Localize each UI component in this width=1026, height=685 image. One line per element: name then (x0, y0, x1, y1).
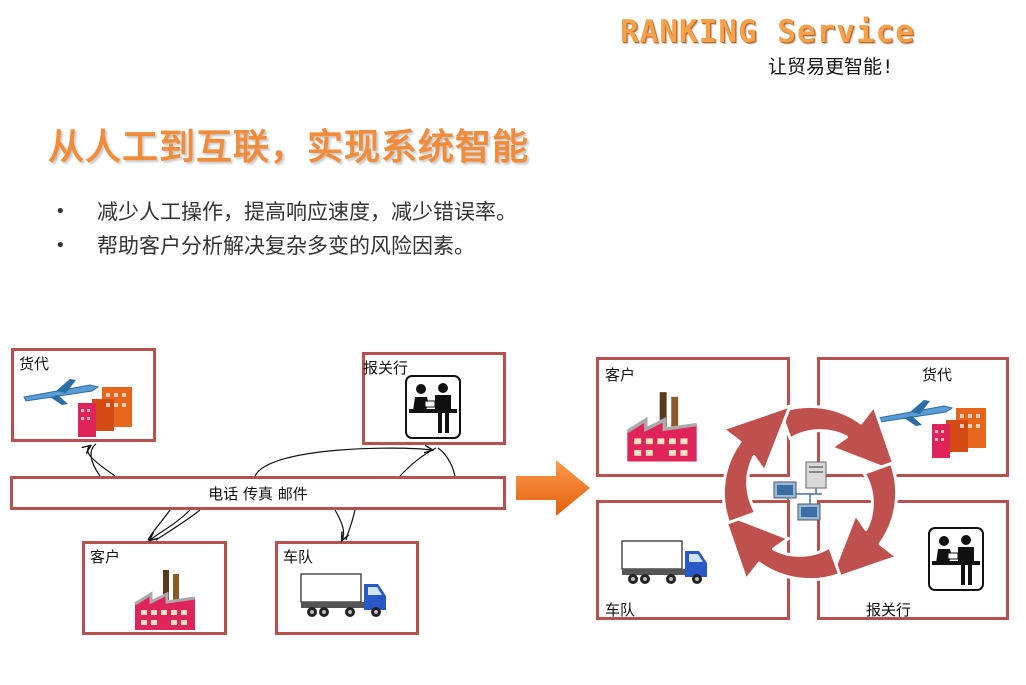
left-customs-box: 报关行 (362, 352, 506, 445)
truck-icon (621, 540, 707, 584)
bullet-text: 减少人工操作，提高响应速度，减少错误率。 (97, 200, 517, 224)
airplane-building-icon (23, 379, 132, 437)
left-fleet-label: 车队 (283, 548, 314, 566)
left-forwarder-box: 货代 (11, 348, 156, 442)
left-fleet-box: 车队 (275, 541, 419, 635)
right-fleet-box: 车队 (596, 500, 790, 620)
right-customer-label: 客户 (605, 366, 636, 384)
comm-channel-bar: 电话 传真 邮件 (10, 476, 506, 510)
bullet-text: 帮助客户分析解决复杂多变的风险因素。 (97, 234, 475, 258)
factory-icon (134, 570, 196, 630)
bullet-dot: • (55, 234, 66, 256)
right-fleet-label: 车队 (605, 601, 636, 619)
brand-logo: RANKING Service (620, 14, 915, 50)
right-customs-label: 报关行 (866, 601, 912, 619)
right-forwarder-label: 货代 (922, 366, 953, 384)
slide-title: 从人工到互联，实现系统智能 (48, 127, 530, 168)
cycle-arrows-icon (721, 404, 899, 582)
customs-officer-icon (405, 375, 461, 439)
truck-icon (300, 573, 386, 617)
comm-channel-label: 电话 传真 邮件 (208, 484, 308, 503)
airplane-building-icon (877, 400, 986, 458)
customs-officer-icon (928, 527, 984, 591)
left-customer-box: 客户 (82, 541, 227, 635)
bullet-list: • 减少人工操作，提高响应速度，减少错误率。 • 帮助客户分析解决复杂多变的风险… (55, 194, 517, 262)
right-arrow-icon (516, 460, 590, 516)
left-forwarder-label: 货代 (19, 355, 50, 373)
bullet-dot: • (55, 200, 66, 222)
bullet-item: • 减少人工操作，提高响应速度，减少错误率。 (55, 194, 517, 228)
left-customs-label: 报关行 (363, 359, 409, 377)
brand-slogan: 让贸易更智能! (768, 56, 894, 78)
bullet-item: • 帮助客户分析解决复杂多变的风险因素。 (55, 228, 517, 262)
network-computers-icon (773, 461, 827, 521)
left-customer-label: 客户 (90, 548, 121, 566)
factory-icon (626, 392, 697, 462)
